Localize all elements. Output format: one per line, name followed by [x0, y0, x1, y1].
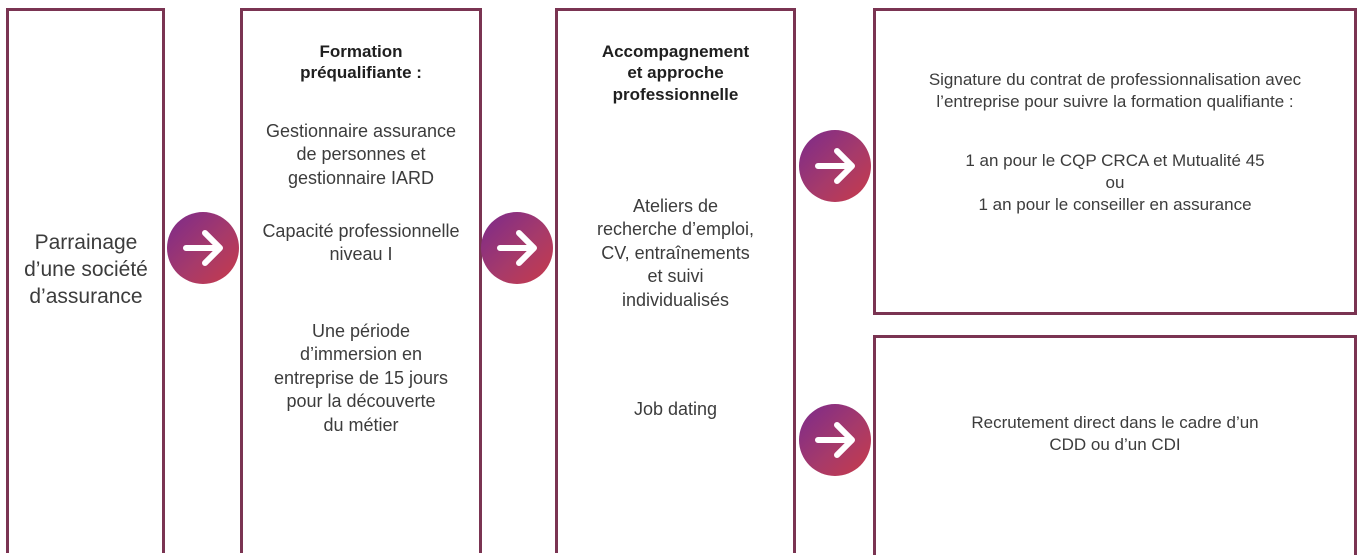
formation-item-line: pour la découverte: [286, 391, 436, 412]
formation-item-line: d’immersion en: [299, 344, 423, 365]
recrutement-line: Recrutement direct dans le cadre d’un: [971, 413, 1259, 432]
contrat-box: [873, 8, 1357, 315]
recrutement-line: CDD ou d’un CDI: [1049, 435, 1181, 455]
accompagnement-title-line: Accompagnement: [601, 42, 750, 61]
contrat-intro-line: l’entreprise pour suivre la formation qu…: [936, 92, 1294, 112]
parrainage-text: Parrainage d’une société d’assurance: [10, 230, 162, 311]
formation-box: [240, 8, 482, 553]
contrat-intro-line: Signature du contrat de professionnalisa…: [928, 70, 1302, 89]
accompagnement-title: Accompagnement et approche professionnel…: [558, 41, 793, 105]
accompagnement-item-line: individualisés: [621, 289, 730, 310]
arrow-right-icon: [799, 130, 871, 202]
formation-item-line: gestionnaire IARD: [287, 167, 435, 188]
accompagnement-title-line: et approche: [627, 63, 724, 83]
contrat-options: 1 an pour le CQP CRCA et Mutualité 45 ou…: [876, 150, 1354, 216]
contrat-option-line: 1 an pour le conseiller en assurance: [978, 195, 1252, 215]
accompagnement-item-line: CV, entraînements: [601, 242, 750, 263]
arrow-right-icon: [167, 212, 239, 284]
parrainage-line: d’une société: [24, 257, 148, 281]
recrutement-box: [873, 335, 1357, 555]
accompagnement-item-ateliers: Ateliers de recherche d’emploi, CV, entr…: [558, 195, 793, 312]
formation-item-gestionnaire: Gestionnaire assurance de personnes et g…: [243, 120, 479, 190]
recrutement-text: Recrutement direct dans le cadre d’un CD…: [876, 412, 1354, 456]
formation-title-line: préqualifiante :: [300, 63, 422, 83]
accompagnement-box: [555, 8, 796, 553]
contrat-option-line: ou: [1105, 173, 1125, 193]
contrat-option-line: 1 an pour le CQP CRCA et Mutualité 45: [965, 151, 1265, 170]
accompagnement-item-line: Job dating: [633, 399, 718, 419]
accompagnement-title-line: professionnelle: [612, 84, 739, 104]
accompagnement-item-job-dating: Job dating: [558, 398, 793, 421]
formation-item-line: entreprise de 15 jours: [273, 367, 449, 388]
formation-item-capacite: Capacité professionnelle niveau I: [243, 220, 479, 267]
accompagnement-item-line: Ateliers de: [632, 196, 719, 216]
formation-item-line: niveau I: [329, 244, 393, 265]
formation-item-line: de personnes et: [296, 144, 426, 165]
parrainage-line: d’assurance: [29, 284, 143, 308]
formation-item-immersion: Une période d’immersion en entreprise de…: [243, 320, 479, 437]
arrow-right-icon: [481, 212, 553, 284]
formation-item-line: Capacité professionnelle: [262, 221, 460, 241]
formation-item-line: du métier: [323, 414, 399, 435]
accompagnement-item-line: recherche d’emploi,: [596, 219, 755, 240]
formation-item-line: Gestionnaire assurance: [265, 121, 457, 141]
formation-item-line: Une période: [311, 321, 411, 341]
parrainage-box: [6, 8, 165, 553]
accompagnement-item-line: et suivi: [647, 266, 704, 287]
formation-title: Formation préqualifiante :: [243, 41, 479, 84]
arrow-right-icon: [799, 404, 871, 476]
formation-title-line: Formation: [319, 42, 403, 61]
contrat-intro: Signature du contrat de professionnalisa…: [876, 69, 1354, 113]
parrainage-line: Parrainage: [34, 231, 138, 254]
